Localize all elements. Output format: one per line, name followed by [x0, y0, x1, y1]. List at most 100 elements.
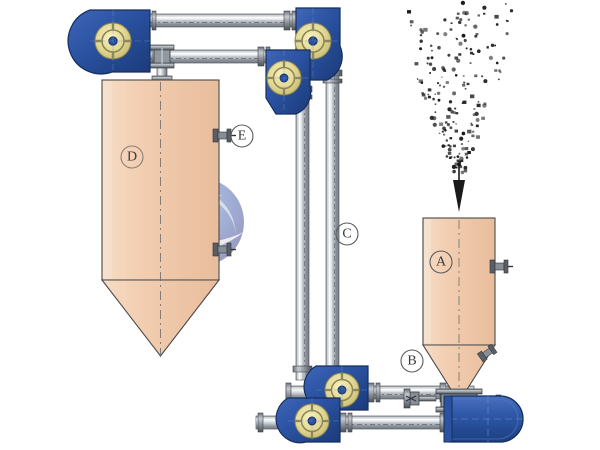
material-particle: [465, 47, 468, 50]
material-particle: [421, 92, 424, 95]
material-particle: [474, 34, 478, 38]
material-particle: [443, 32, 448, 37]
material-particle: [455, 16, 459, 20]
material-particle: [420, 30, 425, 34]
material-particle: [443, 133, 446, 136]
material-particle: [428, 62, 433, 66]
material-particle: [470, 122, 473, 125]
material-particle: [475, 118, 480, 122]
material-particle: [407, 10, 412, 14]
material-particle: [474, 111, 479, 117]
vacuum-pump: [443, 395, 524, 443]
callout-D-label: D: [127, 150, 137, 165]
material-particle: [505, 31, 509, 36]
callout-C[interactable]: C: [335, 222, 359, 246]
material-particle: [452, 144, 456, 148]
material-particle: [481, 116, 485, 120]
material-particle: [418, 79, 423, 83]
material-particle: [410, 24, 413, 27]
material-particle: [488, 55, 494, 61]
material-particle: [445, 81, 449, 84]
material-particle: [458, 53, 462, 56]
material-particle: [474, 74, 478, 78]
material-particle: [447, 151, 452, 155]
material-particle: [447, 147, 452, 152]
tee-fitting-silo-inlet: [149, 44, 175, 82]
material-particle: [441, 130, 444, 133]
material-particle: [462, 83, 466, 87]
material-particle: [460, 0, 466, 6]
material-particle: [427, 95, 431, 99]
material-particle: [464, 147, 469, 151]
material-particle: [453, 156, 456, 159]
material-particle: [464, 13, 467, 15]
material-particle: [481, 75, 484, 78]
flange-collar: [367, 382, 375, 403]
material-particle: [427, 88, 432, 92]
material-particle: [456, 12, 460, 15]
material-particle: [451, 164, 456, 169]
pipe-vertical-left: [295, 79, 310, 381]
flange-collar: [339, 412, 347, 433]
material-particle: [443, 18, 447, 22]
material-particle: [450, 22, 453, 25]
material-particle: [454, 129, 459, 133]
material-particle: [470, 94, 475, 99]
material-particle: [463, 165, 468, 170]
material-particle: [471, 134, 475, 138]
material-particle: [447, 53, 451, 57]
material-particle: [463, 81, 466, 84]
material-particle: [469, 47, 473, 51]
material-particle: [454, 74, 458, 77]
material-particle: [452, 91, 457, 96]
blower-top-left: [67, 9, 151, 75]
material-particle: [434, 103, 437, 105]
flange-collar: [347, 412, 353, 433]
callout-C-label: C: [342, 227, 351, 242]
material-particle: [442, 85, 446, 89]
flange-collar: [283, 10, 291, 31]
material-particle: [464, 152, 469, 156]
material-particle: [446, 115, 451, 119]
callout-D[interactable]: D: [120, 145, 144, 169]
material-particle: [463, 169, 468, 173]
callout-B[interactable]: B: [400, 349, 424, 373]
material-particle: [472, 53, 475, 55]
blower-mid-right: [265, 49, 312, 115]
material-particle: [426, 62, 429, 65]
material-particle: [419, 47, 423, 51]
material-particle: [445, 145, 447, 147]
material-particle: [463, 38, 467, 43]
material-particle: [457, 20, 462, 25]
material-particle: [490, 43, 495, 47]
material-particle: [469, 62, 472, 64]
material-particle: [494, 69, 498, 72]
material-particle: [423, 96, 428, 100]
material-particle: [448, 156, 452, 159]
material-particle: [456, 58, 461, 63]
blower-bottom-lower: [275, 397, 341, 444]
material-particle: [476, 103, 481, 108]
flange-collar: [257, 412, 264, 433]
material-particle: [449, 145, 452, 148]
material-particle: [461, 33, 466, 38]
receiving-silo: [100, 79, 221, 358]
callout-E[interactable]: E: [230, 124, 254, 148]
material-particle: [477, 14, 481, 17]
material-particle: [449, 137, 453, 140]
material-particle: [432, 122, 437, 127]
material-particle: [454, 107, 457, 110]
material-particle: [495, 23, 499, 26]
material-particle: [431, 49, 433, 52]
silo-lower-valve: [212, 242, 236, 257]
material-particle: [466, 82, 470, 86]
callout-A[interactable]: A: [429, 250, 453, 274]
hopper-side-valve: [489, 259, 513, 274]
material-particle: [473, 24, 478, 29]
material-particle: [483, 12, 486, 15]
flange-collar: [257, 46, 265, 67]
material-particle: [451, 67, 456, 72]
material-particle: [441, 76, 443, 78]
material-particle: [460, 159, 464, 162]
